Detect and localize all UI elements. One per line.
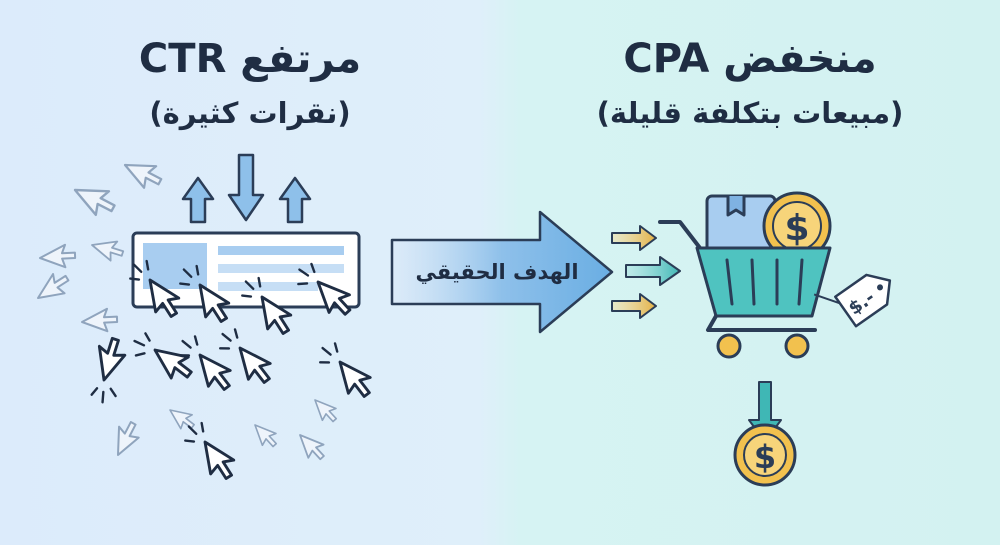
package-box-icon bbox=[705, 194, 777, 254]
mouse-pointer-icon bbox=[179, 335, 237, 395]
mouse-pointer-icon bbox=[254, 418, 281, 451]
mouse-pointer-icon bbox=[314, 393, 341, 426]
mouse-pointer-icon bbox=[219, 328, 277, 388]
mouse-pointer-icon bbox=[83, 332, 131, 404]
mouse-pointer-icon bbox=[169, 400, 199, 434]
mouse-pointer-icon bbox=[91, 229, 128, 265]
mouse-pointer-icon bbox=[319, 342, 377, 402]
left-subtitle: (نقرات كثيرة) bbox=[149, 96, 351, 130]
mouse-pointer-icon bbox=[179, 264, 234, 326]
incoming-arrows bbox=[611, 225, 681, 319]
svg-text:$: $ bbox=[754, 438, 776, 476]
arrow-icon bbox=[611, 225, 657, 251]
center-arrow-label: الهدف الحقيقي bbox=[415, 260, 578, 284]
price-tag-icon: $.- bbox=[813, 273, 892, 328]
down-arrow-icon bbox=[227, 153, 265, 222]
mouse-pointer-icon bbox=[129, 259, 184, 321]
traffic-arrows bbox=[181, 153, 312, 224]
mouse-pointer-icon bbox=[299, 427, 329, 464]
mouse-pointer-icon bbox=[39, 237, 80, 271]
up-arrow-icon bbox=[278, 176, 312, 224]
up-arrow-icon bbox=[181, 176, 215, 224]
right-title: CPA منخفض bbox=[623, 36, 877, 82]
arrow-icon bbox=[625, 256, 681, 286]
mouse-pointer-icon bbox=[123, 149, 168, 194]
mouse-pointer-icon bbox=[184, 421, 239, 483]
mouse-pointer-icon bbox=[103, 416, 145, 456]
left-title: CTR مرتفع bbox=[138, 36, 362, 82]
center-arrow: الهدف الحقيقي bbox=[390, 210, 614, 334]
svg-text:$: $ bbox=[784, 208, 809, 249]
mouse-pointer-icon bbox=[81, 301, 122, 335]
mouse-pointer-icon bbox=[33, 270, 72, 299]
dollar-coin-icon: $ bbox=[733, 423, 797, 487]
arrow-icon bbox=[611, 293, 657, 319]
mouse-pointer-icon bbox=[241, 276, 296, 338]
dollar-coin-icon: $ bbox=[762, 191, 832, 261]
shopping-cart-icon: $ bbox=[658, 191, 832, 359]
cursor-cloud bbox=[33, 149, 377, 483]
mouse-pointer-icon bbox=[133, 332, 199, 386]
mouse-pointer-icon bbox=[73, 172, 121, 222]
mouse-pointer-icon bbox=[297, 262, 357, 321]
right-subtitle: (مبيعات بتكلفة قليلة) bbox=[596, 96, 904, 130]
